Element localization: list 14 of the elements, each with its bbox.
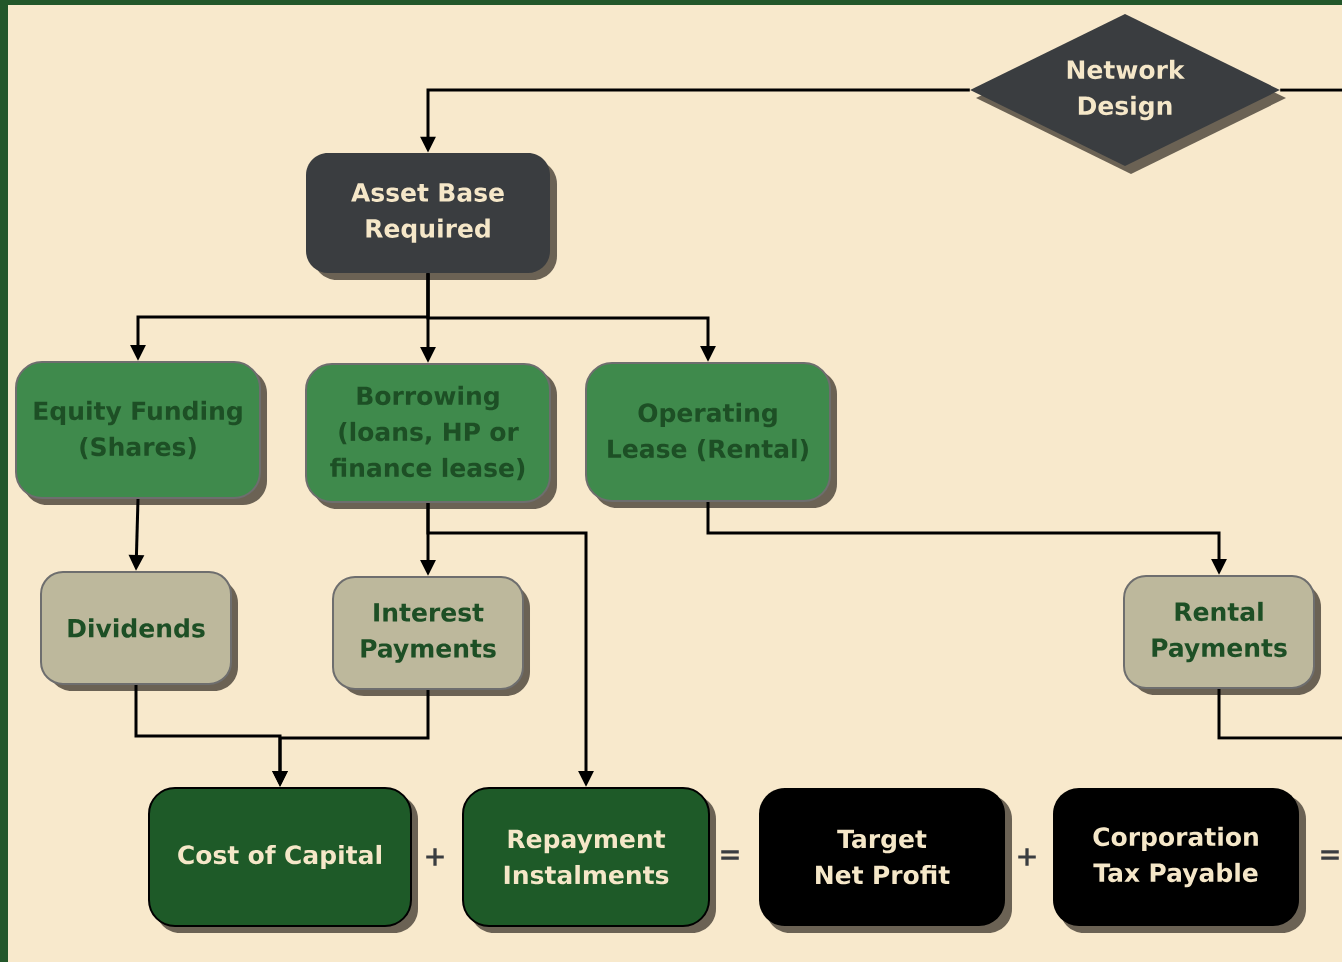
- process-box: Target Net Profit: [759, 788, 1012, 933]
- process-box: Rental Payments: [1123, 575, 1321, 695]
- process-box: Dividends: [40, 571, 238, 691]
- process-box: Corporation Tax Payable: [1053, 788, 1306, 933]
- operator-sign: +: [426, 848, 444, 866]
- operator-sign: +: [1018, 848, 1036, 866]
- process-box: Asset Base Required: [306, 153, 557, 280]
- process-box: Equity Funding (Shares): [15, 361, 267, 505]
- process-box: Interest Payments: [332, 576, 530, 696]
- operator-sign: =: [721, 850, 739, 860]
- process-box: Operating Lease (Rental): [585, 362, 837, 508]
- process-box: Borrowing (loans, HP or finance lease): [305, 363, 557, 509]
- process-box: Repayment Instalments: [462, 787, 716, 933]
- process-box: Cost of Capital: [148, 787, 418, 933]
